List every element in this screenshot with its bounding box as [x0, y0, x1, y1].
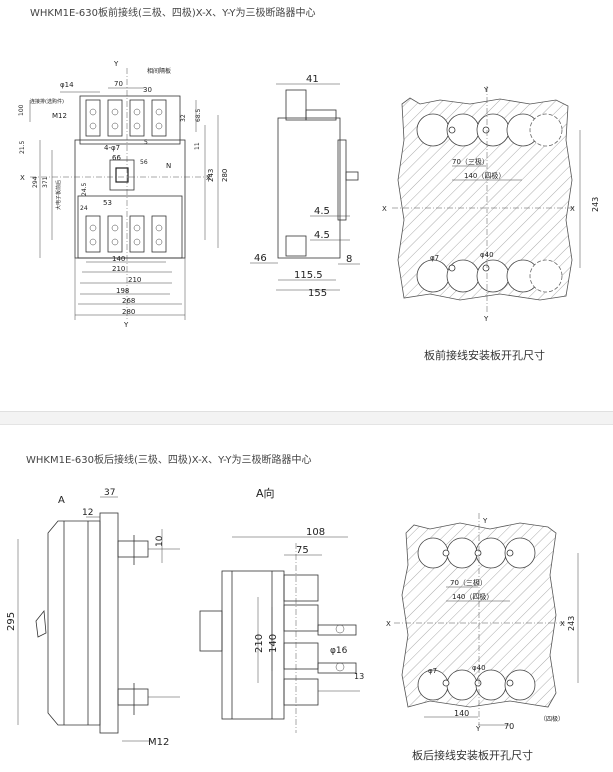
- front-wiring-heading: WHKM1E-630板前接线(三极、四极)X-X、Y-Y为三极断路器中心: [30, 8, 316, 19]
- rear-cutout-plate: Y 70（三极） 140（四极） X X 243 φ7 φ40 140 70 （…: [386, 513, 579, 733]
- front-label: 30: [143, 86, 152, 94]
- cutout-label: Y: [482, 517, 488, 525]
- front-label: 连接排(选购件): [30, 98, 64, 105]
- front-label: 70: [114, 80, 123, 88]
- front-label: 210: [112, 265, 125, 273]
- front-label: φ14: [60, 81, 74, 89]
- front-label: 53: [103, 199, 112, 207]
- front-label: 68.5: [195, 108, 202, 122]
- front-label: X: [20, 174, 25, 182]
- cutout-label: （四极）: [540, 715, 564, 723]
- front-view: Y φ14 70 30 相间隔板 连接排(选购件) M12 100 32 68.…: [18, 60, 229, 329]
- front-label: X: [206, 174, 211, 182]
- front-label: 100: [18, 104, 25, 116]
- front-wiring-drawing: Y φ14 70 30 相间隔板 连接排(选购件) M12 100 32 68.…: [18, 60, 600, 329]
- front-label: M12: [52, 112, 67, 120]
- side-label: 4.5: [314, 230, 330, 241]
- rear-wiring-heading: WHKM1E-630板后接线(三极、四极)X-X、Y-Y为三极断路器中心: [26, 455, 312, 466]
- front-label: 4-φ7: [104, 144, 120, 152]
- rear-wiring-drawing: A 37 12 10 295 M12 A向: [6, 486, 579, 748]
- cutout-label: 140: [454, 709, 469, 718]
- cutout-label: X: [382, 205, 387, 213]
- rear-label: 295: [6, 612, 17, 631]
- rear-wiring-panel: WHKM1E-630板后接线(三极、四极)X-X、Y-Y为三极断路器中心: [0, 424, 613, 772]
- cutout-label: 70（三极）: [450, 578, 487, 587]
- front-label: 11: [194, 142, 201, 150]
- side-label: 155: [308, 288, 327, 299]
- cutout-label: φ40: [480, 251, 494, 259]
- front-label: 280: [122, 308, 135, 316]
- front-label: 140: [112, 255, 125, 263]
- a-view-label: φ16: [330, 646, 348, 656]
- front-label: 66: [112, 154, 121, 162]
- front-label: 243: [207, 169, 215, 182]
- front-label: 56: [140, 159, 148, 166]
- cutout-label: 243: [591, 197, 600, 212]
- cutout-label: 70: [504, 722, 514, 731]
- side-label: 8: [346, 254, 352, 265]
- cutout-label: φ7: [430, 254, 439, 262]
- cutout-label: X: [570, 205, 575, 213]
- rear-label: 37: [104, 488, 115, 498]
- front-label: N: [166, 162, 171, 170]
- front-label: 24.5: [81, 182, 88, 196]
- front-label: 5: [144, 139, 148, 146]
- front-label: 21.5: [19, 140, 26, 154]
- side-label: 4.5: [314, 206, 330, 217]
- front-cutout-caption: 板前接线安装板开孔尺寸: [424, 349, 545, 362]
- a-view-title: A向: [256, 486, 275, 500]
- cutout-label: 140（四极）: [464, 171, 505, 180]
- cutout-label: 70（三极）: [452, 157, 489, 166]
- side-label: 41: [306, 74, 319, 85]
- front-label: 大电子板前后: [55, 180, 62, 210]
- front-label: 210: [128, 276, 141, 284]
- rear-cutout-caption: 板后接线安装板开孔尺寸: [412, 749, 533, 762]
- side-view: 41 4.5 4.5 8 46 115.5 155: [250, 74, 360, 299]
- front-label: 32: [180, 114, 187, 122]
- a-view-label: 13: [354, 672, 364, 681]
- a-view-label: 108: [306, 527, 325, 538]
- cutout-label: φ40: [472, 664, 486, 672]
- front-label: 24: [80, 205, 88, 212]
- front-label: Y: [113, 60, 119, 68]
- cutout-label: Y: [475, 725, 481, 733]
- cutout-label: 140（四极）: [452, 592, 493, 601]
- cutout-label: 243: [567, 616, 576, 631]
- rear-label: 10: [155, 535, 165, 547]
- cutout-label: φ7: [428, 667, 437, 675]
- front-label: 280: [221, 169, 229, 182]
- rear-label: M12: [148, 737, 169, 748]
- a-view-label: 210: [254, 634, 265, 653]
- side-label: 46: [254, 253, 267, 264]
- cutout-label: Y: [483, 86, 489, 94]
- a-direction-view: A向 108 75 210 140 φ16 13: [199, 486, 364, 733]
- front-label: 198: [116, 287, 129, 295]
- front-label: 相间隔板: [147, 67, 171, 75]
- front-wiring-panel: WHKM1E-630板前接线(三极、四极)X-X、Y-Y为三极断路器中心: [18, 8, 600, 362]
- front-label: Y: [123, 321, 129, 329]
- cutout-label: X: [386, 620, 391, 628]
- side-label: 115.5: [294, 270, 323, 281]
- front-label: 371: [42, 176, 49, 188]
- front-label: 294: [32, 176, 39, 188]
- cutout-label: X: [560, 620, 565, 628]
- a-view-label: 75: [296, 545, 309, 556]
- rear-label: 12: [82, 508, 93, 518]
- front-cutout-plate: Y 70（三极） 140（四极） X X 243 φ7 φ40 Y: [382, 86, 600, 323]
- rear-label: A: [58, 495, 65, 506]
- front-label: 268: [122, 297, 135, 305]
- cutout-label: Y: [483, 315, 489, 323]
- rear-side-view: A 37 12 10 295 M12: [6, 488, 180, 748]
- a-view-label: 140: [268, 634, 279, 653]
